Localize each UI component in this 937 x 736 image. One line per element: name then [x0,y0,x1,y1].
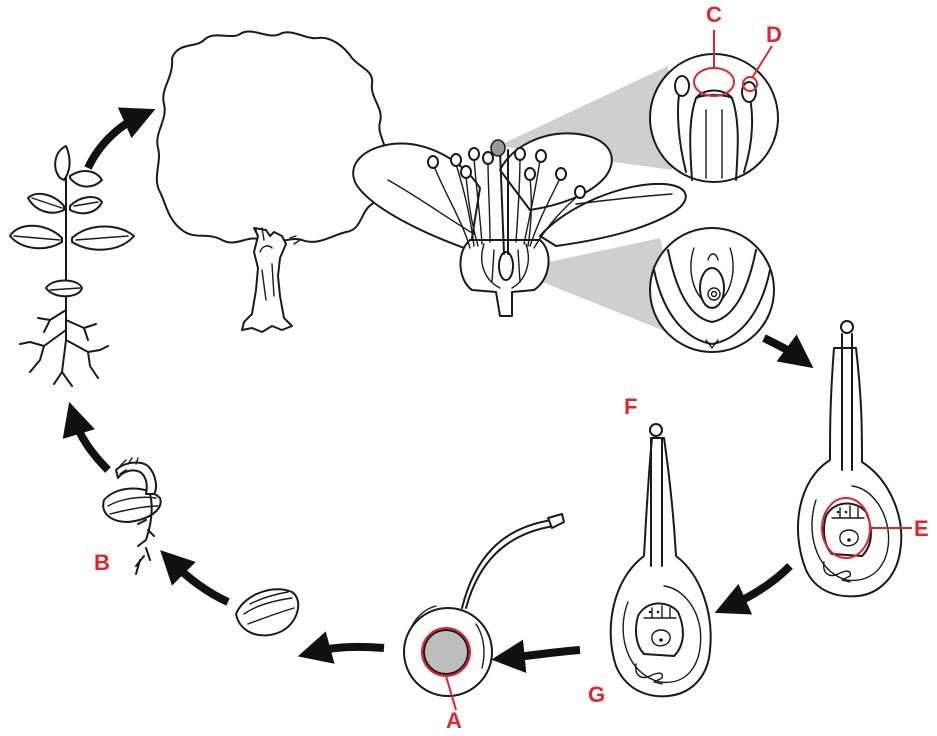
arrow-e-to-g [714,563,793,615]
arrow-seed-to-germination [160,550,230,606]
labels: A B C D E F G [94,2,929,733]
flower-stigma-highlight [490,139,506,157]
arrow-cherry-to-seed [297,631,385,664]
cherry-seed [235,588,300,637]
label-d: D [766,22,782,47]
life-cycle-arrows [62,107,814,674]
tree-trunk [241,227,293,333]
stigma-pollen-zoom [649,30,779,183]
ovary-zoom [649,227,775,353]
cherry-pit [423,629,469,675]
arrow-germination-to-seedling [62,401,111,473]
flower-petal-right [539,182,687,247]
label-e: E [914,516,929,541]
zoom-wedge-ovary [512,238,682,338]
label-a: A [446,708,462,733]
arrow-ovary-to-ovule [762,334,814,369]
flower-ovary [498,251,514,281]
mature-tree [155,30,388,333]
cherry-stem [461,519,555,609]
germinating-seed [102,457,162,575]
arrow-g-to-cherry [491,639,581,674]
pollen-tube-ovule [609,423,712,698]
flower-pistil-style [499,149,509,255]
arrow-seedling-to-tree [84,107,156,170]
label-f: F [624,394,637,419]
flower-stamens [427,147,586,249]
cherry-fruit [403,513,565,711]
label-c: C [706,2,722,27]
cherry-flower [352,66,687,338]
tree-canopy-outline [155,30,388,244]
label-d-marker [742,76,758,92]
seedling [9,145,135,387]
label-g: G [588,682,605,707]
fertilization-ovule [797,320,912,598]
label-b: B [94,550,110,575]
